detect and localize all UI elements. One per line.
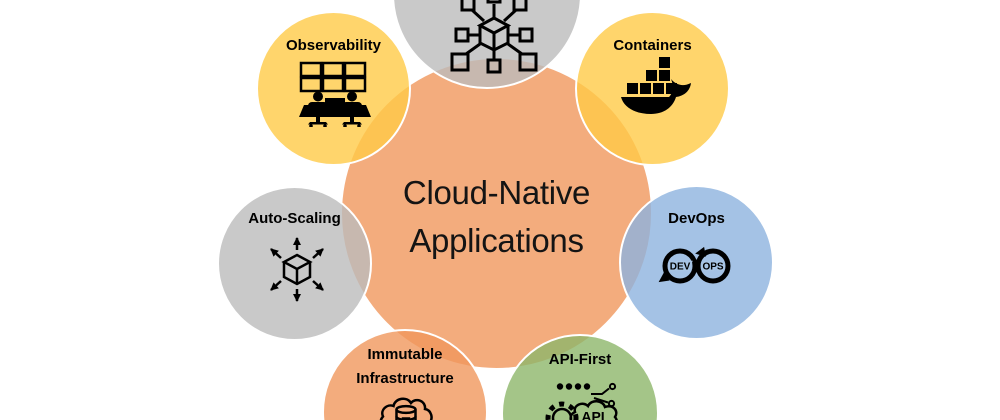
- title-line-2: Applications: [409, 222, 584, 259]
- node-containers-circle: Containers: [575, 11, 730, 166]
- api-circuit-icon: API: [545, 382, 618, 420]
- diagram-title: Cloud-Native Applications: [342, 169, 651, 265]
- devops-ops-text: OPS: [702, 262, 723, 273]
- api-icon-text: API: [581, 409, 604, 420]
- docker-whale-icon: [621, 57, 691, 114]
- devops-loop-icon: DEV OPS: [658, 246, 731, 284]
- devops-dev-text: DEV: [670, 262, 691, 273]
- title-line-1: Cloud-Native: [402, 174, 591, 211]
- node-devops-circle: DevOps DEV OPS: [619, 185, 774, 340]
- cloud-database-icon: [379, 397, 433, 420]
- node-immutable-infrastructure-circle: Immutable Infrastructure: [322, 329, 488, 420]
- microservices-network-icon: [450, 0, 538, 74]
- monitoring-room-icon: [299, 61, 371, 127]
- node-observability-circle: Observability: [256, 11, 411, 166]
- node-auto-scaling-circle: Auto-Scaling: [217, 186, 372, 341]
- node-label: Auto-Scaling: [248, 210, 341, 227]
- node-label: Immutable Infrastructure: [356, 346, 454, 387]
- node-label: API-First: [548, 351, 612, 368]
- node-label: DevOps: [668, 210, 725, 227]
- scaling-cube-icon: [270, 237, 324, 302]
- node-label: Observability: [285, 37, 382, 54]
- node-label: Containers: [613, 37, 692, 54]
